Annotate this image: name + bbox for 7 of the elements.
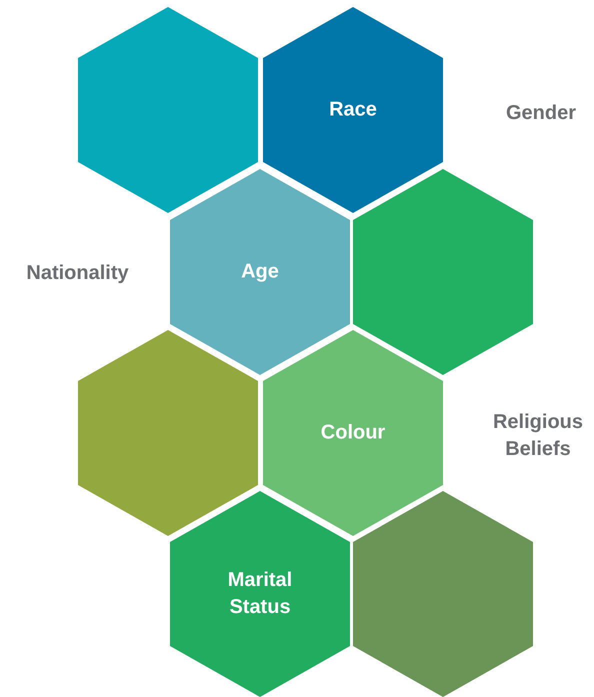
hexagon-label: Colour <box>320 420 386 446</box>
hexagon-label: Age <box>240 260 280 284</box>
category-label: Gender <box>504 101 578 126</box>
category-label: Religious Beliefs <box>492 410 584 462</box>
hexagon-label: Marital Status <box>226 568 294 620</box>
hexagon-label: Race <box>328 98 378 122</box>
category-label: Nationality <box>25 261 130 286</box>
